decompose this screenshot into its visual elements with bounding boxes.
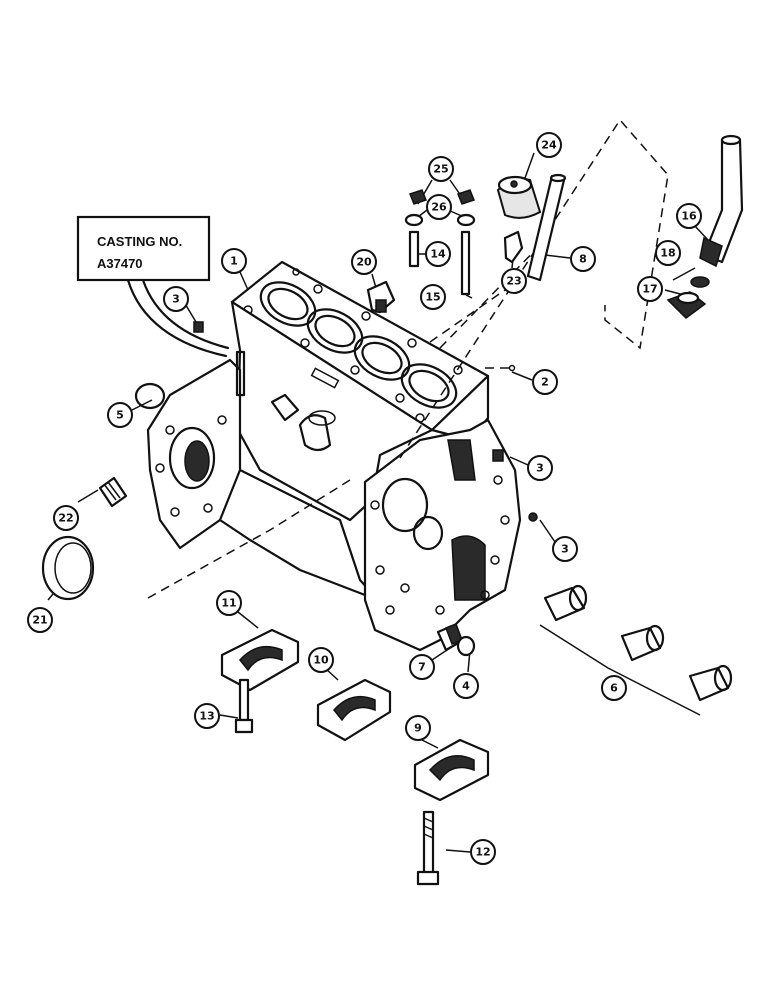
svg-text:25: 25	[433, 163, 448, 176]
parts	[41, 134, 744, 886]
callout-9: 9	[405, 715, 431, 741]
gasket-18	[690, 276, 710, 288]
callout-24: 24	[536, 132, 562, 158]
washer-26b	[456, 213, 476, 227]
fitting-23	[503, 230, 524, 264]
svg-text:18: 18	[660, 247, 675, 260]
svg-text:20: 20	[356, 256, 372, 269]
callout-1: 1	[221, 248, 247, 274]
svg-text:1: 1	[230, 255, 238, 268]
filler-tube-16	[699, 134, 744, 268]
svg-text:21: 21	[32, 614, 47, 627]
base-17	[666, 291, 707, 319]
tube-8	[526, 173, 567, 282]
plug-3b	[492, 449, 504, 462]
bearing-cap-10	[316, 678, 392, 742]
callout-23: 23	[501, 268, 527, 294]
plug-3c	[528, 512, 538, 522]
cylinder-bores	[259, 281, 458, 409]
callout-3c: 3	[552, 536, 578, 562]
callout-4: 4	[453, 673, 479, 699]
callout-21: 21	[27, 607, 53, 633]
core-plug-21	[41, 535, 95, 601]
svg-text:3: 3	[172, 293, 180, 306]
callout-5: 5	[107, 402, 133, 428]
washer-4	[456, 635, 476, 657]
svg-text:3: 3	[561, 543, 569, 556]
casting-label-line2: A37470	[97, 256, 143, 271]
cam-bushings-6	[543, 584, 733, 702]
callout-14: 14	[425, 241, 451, 267]
svg-text:15: 15	[425, 291, 440, 304]
svg-text:14: 14	[430, 248, 446, 261]
callout-7: 7	[409, 654, 435, 680]
callout-18: 18	[655, 240, 681, 266]
callout-15: 15	[420, 284, 446, 310]
svg-text:16: 16	[681, 210, 697, 223]
callout-12: 12	[470, 839, 496, 865]
callout-8: 8	[570, 246, 596, 272]
callouts: 1 2 3 3 3 4 5 6 7 8 9 10 11 12 13 14 15 …	[27, 132, 702, 865]
bearing-cap-11	[220, 628, 300, 692]
callout-3b: 3	[527, 455, 553, 481]
bolt-13	[234, 678, 254, 734]
callout-22: 22	[53, 505, 79, 531]
fitting-20	[366, 280, 396, 314]
callout-11: 11	[216, 590, 242, 616]
svg-text:8: 8	[579, 253, 587, 266]
bolt-12	[416, 810, 440, 886]
svg-text:9: 9	[414, 722, 422, 735]
cap-24	[496, 175, 542, 219]
svg-text:12: 12	[475, 846, 490, 859]
callout-6: 6	[601, 675, 627, 701]
svg-text:22: 22	[58, 512, 73, 525]
bearing-cap-9	[413, 738, 490, 802]
assembly-lines	[147, 118, 669, 599]
dowel-2	[508, 364, 516, 372]
svg-text:23: 23	[506, 275, 521, 288]
svg-text:10: 10	[313, 654, 329, 667]
svg-text:6: 6	[610, 682, 618, 695]
plug-3a	[193, 321, 204, 333]
callout-2: 2	[532, 369, 558, 395]
callout-16: 16	[676, 203, 702, 229]
nut-25a	[409, 189, 427, 205]
svg-text:7: 7	[418, 661, 426, 674]
svg-text:26: 26	[431, 201, 447, 214]
callout-3a: 3	[163, 286, 189, 312]
svg-text:5: 5	[116, 409, 124, 422]
casting-label-line1: CASTING NO.	[97, 234, 182, 249]
stud-22	[98, 476, 128, 508]
svg-text:4: 4	[462, 680, 470, 693]
casting-number-label: CASTING NO. A37470	[76, 215, 230, 358]
engine-block	[146, 260, 522, 652]
svg-text:11: 11	[221, 597, 236, 610]
svg-text:24: 24	[541, 139, 557, 152]
stud-14	[408, 230, 420, 268]
callout-26: 26	[426, 194, 452, 220]
washer-26a	[404, 213, 424, 227]
callout-17: 17	[637, 276, 663, 302]
nut-25b	[457, 189, 475, 205]
callout-13: 13	[194, 703, 220, 729]
callout-25: 25	[428, 156, 454, 182]
svg-text:2: 2	[541, 376, 549, 389]
expansion-plug-5	[134, 382, 166, 410]
stud-15	[460, 230, 471, 296]
callout-10: 10	[308, 647, 334, 673]
callout-20: 20	[351, 249, 377, 275]
svg-text:17: 17	[642, 283, 657, 296]
svg-text:13: 13	[199, 710, 214, 723]
svg-text:3: 3	[536, 462, 544, 475]
